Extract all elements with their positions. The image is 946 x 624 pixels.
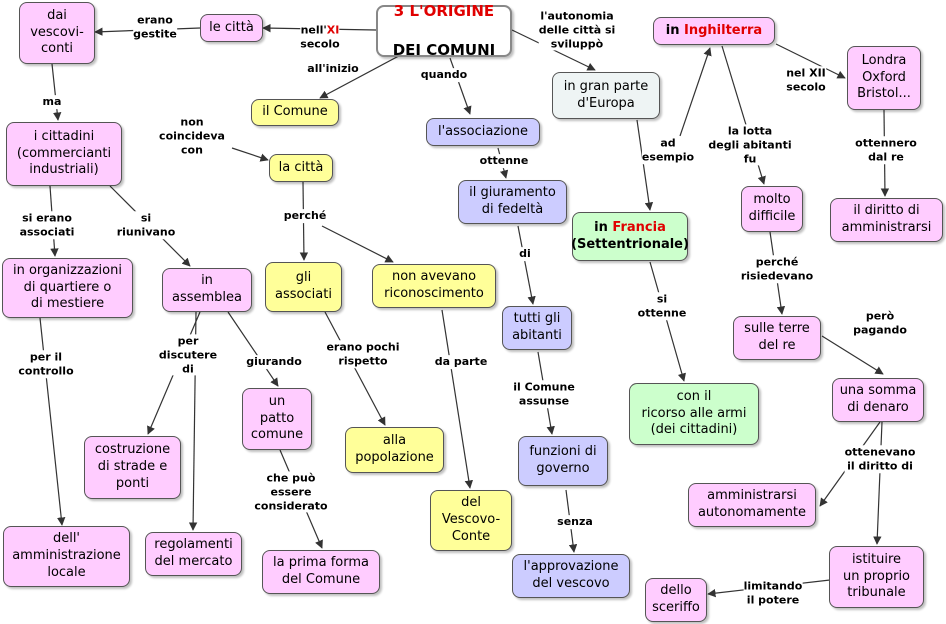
node-assemblea[interactable]: in assemblea <box>162 268 252 312</box>
node-amministrarsi[interactable]: amministrarsi autonomamente <box>688 483 816 527</box>
node-giuramento[interactable]: il giuramento di fedeltà <box>458 180 567 224</box>
label-nell-xi-prefix: nell' <box>300 23 327 37</box>
node-sceriffo[interactable]: dello sceriffo <box>645 578 707 622</box>
node-le-citta[interactable]: le città <box>200 14 263 42</box>
node-ricorso[interactable]: con il ricorso alle armi (dei cittadini) <box>629 383 759 445</box>
francia-name: Francia <box>612 219 666 235</box>
label-ottennero: ottennero dal re <box>855 136 917 164</box>
root-node-title: 3 L'ORIGINE DEI COMUNI <box>376 1 512 59</box>
node-prima-forma[interactable]: la prima forma del Comune <box>262 550 380 594</box>
node-tribunale[interactable]: istituire un proprio tribunale <box>829 546 924 608</box>
label-il-comune-assunse: il Comune assunse <box>513 380 575 408</box>
node-dai-vescovi[interactable]: dai vescovi- conti <box>19 2 95 64</box>
label-ottenne: ottenne <box>479 154 529 168</box>
node-francia[interactable]: in Francia(Settentrionale) <box>571 212 689 261</box>
label-ottenevano: ottenevano il diritto di <box>844 445 916 473</box>
label-che-puo: che può essere considerato <box>254 471 328 513</box>
node-molto-difficile[interactable]: molto difficile <box>741 186 803 232</box>
node-non-avevano[interactable]: non avevano riconoscimento <box>372 264 496 308</box>
node-somma[interactable]: una somma di denaro <box>832 378 924 422</box>
node-inghilterra[interactable]: in Inghilterra <box>653 17 775 45</box>
label-da-parte: da parte <box>434 355 488 369</box>
label-giurando: giurando <box>246 355 302 369</box>
francia-line2: (Settentrionale) <box>571 236 689 252</box>
inghilterra-prefix: in <box>665 22 685 38</box>
label-perche-risiedevano: perché risiedevano <box>740 255 814 283</box>
node-organizzazioni[interactable]: in organizzazioni di quartiere o di mest… <box>2 258 133 318</box>
node-terre-re[interactable]: sulle terre del re <box>733 316 821 360</box>
root-title-line2: DEI COMUNI <box>392 40 496 59</box>
label-erano-gestite: erano gestite <box>133 13 177 41</box>
label-perche: perché <box>283 209 327 223</box>
label-senza: senza <box>557 515 593 529</box>
label-per-il-controllo: per il controllo <box>18 350 74 378</box>
node-vescovo-conte[interactable]: del Vescovo- Conte <box>430 490 512 551</box>
label-ad-esempio: ad esempio <box>641 136 695 164</box>
node-costruzione[interactable]: costruzione di strade e ponti <box>84 436 181 499</box>
label-quando: quando <box>420 68 468 82</box>
node-regolamenti[interactable]: regolamenti del mercato <box>145 532 242 576</box>
label-erano-pochi: erano pochi rispetto <box>326 340 400 368</box>
node-europa[interactable]: in gran parte d'Europa <box>552 72 660 119</box>
node-cittadini[interactable]: i cittadini (commercianti industriali) <box>6 122 122 186</box>
label-si-riunivano: si riunivano <box>116 211 176 239</box>
node-associazione[interactable]: l'associazione <box>426 118 540 146</box>
label-all-inizio: all'inizio <box>307 62 359 76</box>
label-non-coincideva: non coincideva con <box>159 115 225 157</box>
label-per-discutere: per discutere di <box>158 334 218 376</box>
node-approvazione[interactable]: l'approvazione del vescovo <box>512 554 630 598</box>
label-nell-xi-line2: secolo <box>300 36 340 50</box>
label-la-lotta: la lotta degli abitanti fu <box>708 124 792 166</box>
label-nel-xii: nel XII secolo <box>786 66 826 94</box>
node-londra[interactable]: Londra Oxford Bristol... <box>847 46 921 110</box>
node-diritto[interactable]: il diritto di amministrarsi <box>830 198 943 242</box>
label-limitando: limitando il potere <box>743 579 803 607</box>
label-si-ottenne: si ottenne <box>637 292 687 320</box>
label-si-erano-associati: si erano associati <box>19 211 75 239</box>
node-associati[interactable]: gli associati <box>265 262 342 312</box>
inghilterra-name: Inghilterra <box>684 22 763 38</box>
label-di: di <box>519 247 531 261</box>
node-patto[interactable]: un patto comune <box>242 388 312 450</box>
root-title-line1: 3 L'ORIGINE <box>393 1 495 20</box>
node-amministrazione-locale[interactable]: dell' amministrazione locale <box>3 526 130 587</box>
node-funzioni[interactable]: funzioni di governo <box>518 436 608 486</box>
node-tutti-abitanti[interactable]: tutti gli abitanti <box>502 306 572 350</box>
francia-prefix: in <box>594 219 613 235</box>
node-alla-popolazione[interactable]: alla popolazione <box>345 427 444 473</box>
label-pero-pagando: però pagando <box>853 309 907 337</box>
label-ma: ma <box>42 95 62 109</box>
label-nell-xi-num: XI <box>326 23 340 37</box>
label-autonomia: l'autonomia delle città si sviluppò <box>538 9 616 51</box>
node-la-citta[interactable]: la città <box>269 154 333 182</box>
node-il-comune[interactable]: il Comune <box>251 99 339 126</box>
